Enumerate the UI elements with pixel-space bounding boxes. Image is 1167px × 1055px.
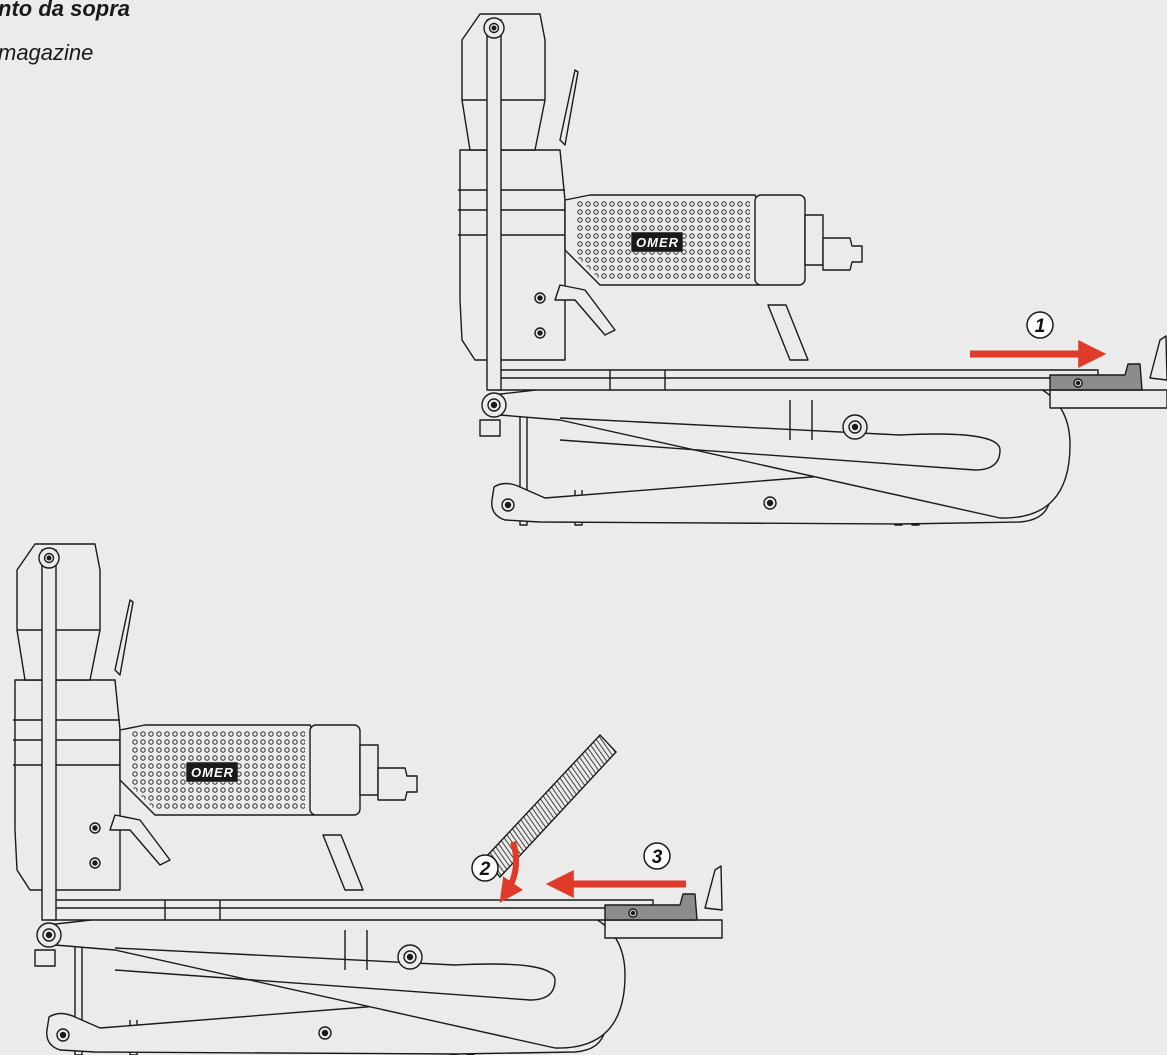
- step-2-annotation: 2: [471, 841, 524, 903]
- step-number-badge: [643, 842, 671, 870]
- curved-arrow-icon: [499, 841, 524, 903]
- brand-logo: OMER: [191, 765, 234, 780]
- step-number: 2: [479, 859, 491, 880]
- step-number: 3: [652, 847, 663, 868]
- step-number: 1: [1035, 316, 1046, 337]
- section-subtitle: magazine: [0, 40, 94, 65]
- step-number-badge: [1026, 311, 1054, 339]
- stapler-magazine-view: OMER: [12, 543, 723, 1055]
- step-number-badge: [471, 854, 499, 882]
- stapler-top-view: OMER: [457, 13, 1167, 526]
- step-1-annotation: 1: [970, 311, 1107, 368]
- step-3-annotation: 3: [545, 842, 686, 898]
- section-title: nto da sopra: [0, 0, 131, 21]
- staple-strip: [484, 733, 617, 879]
- brand-logo: OMER: [636, 235, 679, 250]
